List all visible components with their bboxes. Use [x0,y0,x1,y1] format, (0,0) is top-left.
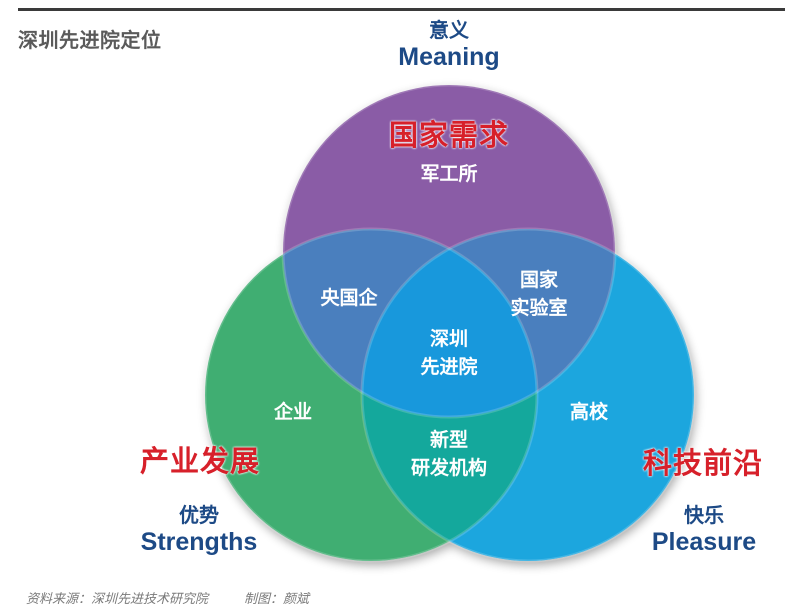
label-military-institutes: 军工所 [420,163,478,185]
label-new-rd-line2: 研发机构 [410,457,487,479]
axis-meaning-en: Meaning [398,43,500,71]
label-siat-line2: 先进院 [420,356,478,378]
axis-strengths-en: Strengths [140,528,258,556]
title-industry-development: 产业发展 [139,444,260,478]
axis-pleasure-cn: 快乐 [684,503,724,527]
axis-strengths: 优势 Strengths [119,499,279,556]
label-national-labs: 国家 实验室 [489,266,589,322]
overlap-center [362,229,537,417]
label-new-rd-line1: 新型 [429,429,468,451]
axis-meaning: 意义 Meaning [369,14,529,71]
label-national-labs-line1: 国家 [519,269,558,291]
title-tech-frontier: 科技前沿 [642,446,763,480]
label-central-soes: 央国企 [320,287,378,309]
axis-strengths-cn: 优势 [179,503,219,527]
title-national-demand: 国家需求 [388,118,509,152]
label-siat-line1: 深圳 [429,328,468,350]
label-siat-center: 深圳 先进院 [399,325,499,381]
label-enterprises: 企业 [273,401,312,423]
axis-meaning-cn: 意义 [429,18,469,42]
label-national-labs-line2: 实验室 [510,297,568,319]
label-universities: 高校 [569,401,608,423]
axis-pleasure: 快乐 Pleasure [624,499,784,556]
label-new-rd-institutions: 新型 研发机构 [389,426,509,482]
footer-credit: 制图：颜斌 [244,592,310,607]
top-rule [18,8,785,11]
page-title: 深圳先进院定位 [18,28,162,52]
footer: 资料来源：深圳先进技术研究院 制图：颜斌 [26,588,309,607]
footer-source: 资料来源：深圳先进技术研究院 [26,592,209,607]
axis-pleasure-en: Pleasure [651,528,757,556]
